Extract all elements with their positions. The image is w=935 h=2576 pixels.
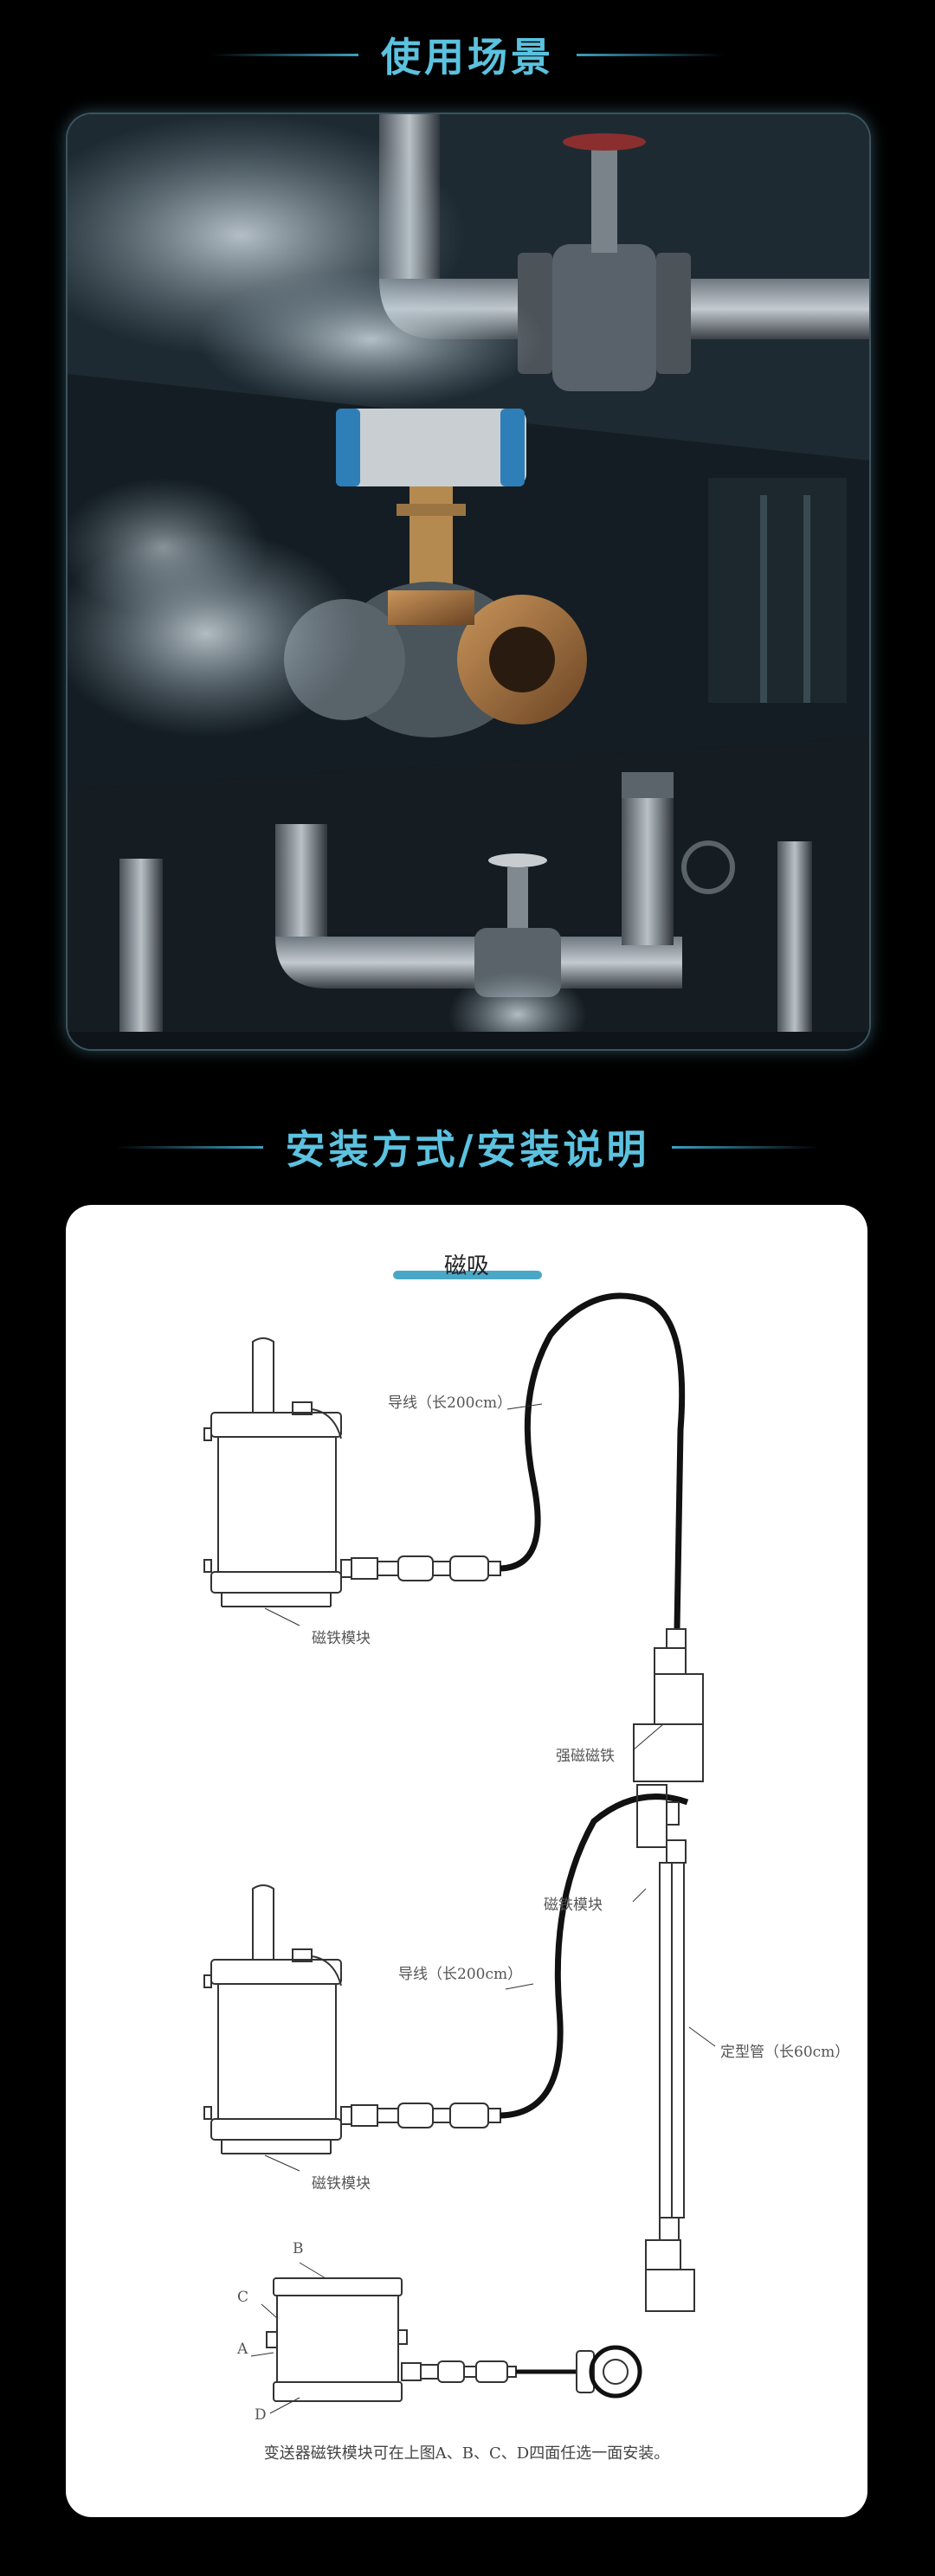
- strong-magnet-1: [633, 1628, 704, 1782]
- install-footnote: 变送器磁铁模块可在上图A、B、C、D四面任选一面安装。: [263, 2444, 670, 2463]
- industrial-valve-illustration: [68, 114, 869, 1049]
- usage-section-title: 使用场景: [0, 26, 935, 83]
- heading-label: 磁吸: [443, 1253, 489, 1279]
- title-left-line: [211, 53, 358, 56]
- install-diagram-card: 磁吸: [66, 1205, 867, 2517]
- install-title-text: 安装方式/安装说明: [285, 1126, 650, 1173]
- title-right-line: [577, 53, 724, 56]
- installation-line-drawing: [203, 1292, 716, 2414]
- magnet-module-label-1: 磁铁模块: [312, 1630, 371, 1647]
- face-b-label: B: [293, 2240, 304, 2257]
- face-c-label: C: [237, 2289, 249, 2306]
- tube-length-label: 定型管（长60cm）: [720, 2044, 850, 2061]
- transmitter-device-1: [203, 1337, 501, 1607]
- title-right-line: [672, 1145, 820, 1149]
- card-heading: 磁吸: [66, 1248, 867, 1280]
- usage-title-text: 使用场景: [381, 34, 554, 80]
- face-a-label: A: [237, 2341, 248, 2358]
- usage-scene-image: [66, 113, 871, 1051]
- title-left-line: [115, 1145, 263, 1149]
- magnet-module-tube: [636, 1784, 695, 2312]
- heading-underline: [393, 1271, 542, 1279]
- face-d-label: D: [255, 2406, 267, 2424]
- magnet-module-label-top: 磁铁模块: [544, 1897, 603, 1914]
- magnet-module-label-2: 磁铁模块: [312, 2175, 371, 2193]
- wire-length-label-2: 导线（长200cm）: [398, 1966, 523, 1983]
- strong-magnet-label: 强磁磁铁: [556, 1748, 615, 1765]
- transmitter-faces-diagram: [250, 2262, 642, 2414]
- install-section-title: 安装方式/安装说明: [0, 1118, 935, 1175]
- transmitter-device-2: [203, 1884, 501, 2154]
- wire-length-label-1: 导线（长200cm）: [388, 1394, 513, 1412]
